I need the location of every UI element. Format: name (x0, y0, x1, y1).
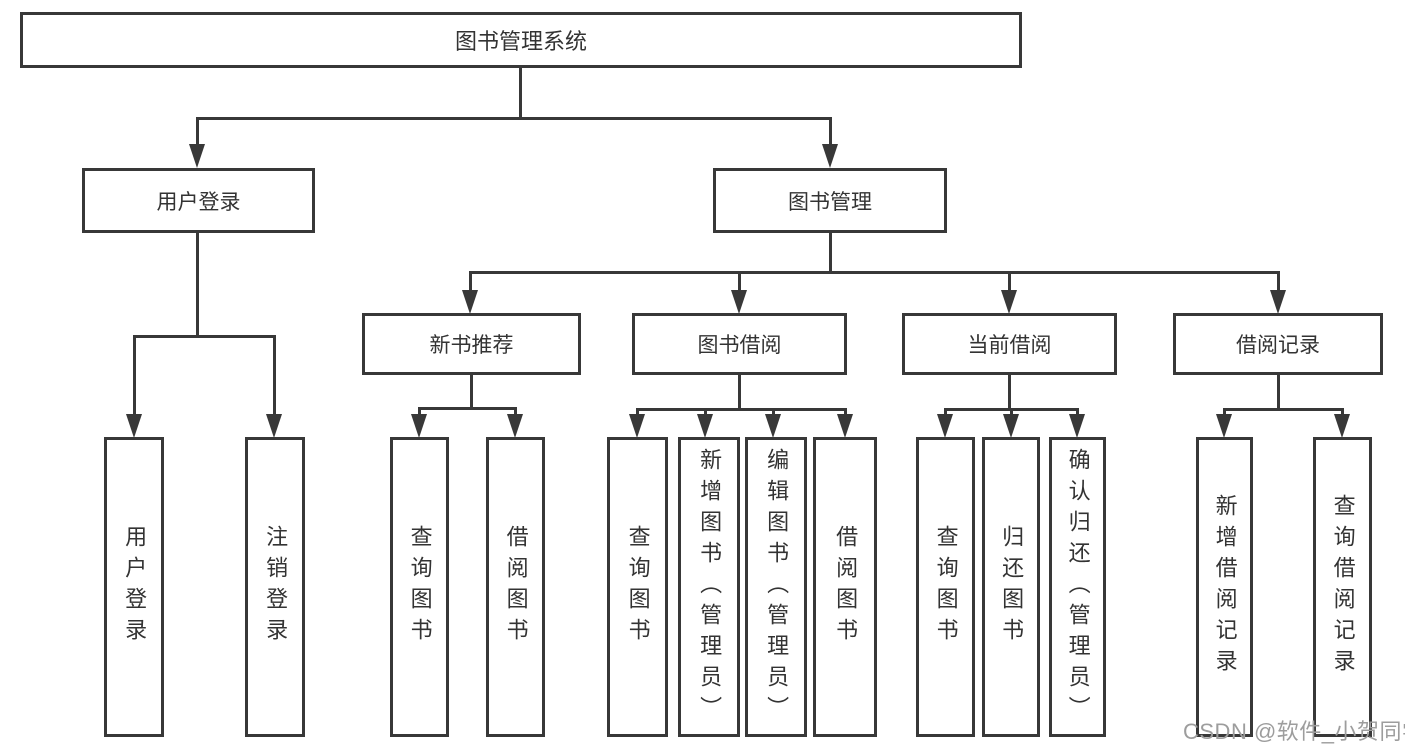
connector-line (514, 407, 517, 416)
leaf-add-book-admin: 新增图书（管理员） (678, 437, 740, 737)
connector-line (829, 231, 832, 274)
arrow-down-icon (1334, 414, 1350, 438)
leaf-return-books: 归还图书 (982, 437, 1040, 737)
node-user-login: 用户登录 (82, 168, 315, 233)
connector-line (273, 335, 276, 415)
node-borrow-records: 借阅记录 (1173, 313, 1383, 375)
node-label: 图书借阅 (697, 334, 782, 357)
arrow-down-icon (1270, 290, 1286, 314)
leaf-label: 归还图书 (999, 525, 1025, 649)
connector-line (844, 408, 847, 416)
connector-line (133, 335, 276, 338)
leaf-label: 新增借阅记录 (1212, 494, 1238, 680)
leaf-label: 查询图书 (407, 525, 433, 649)
arrow-down-icon (697, 414, 713, 438)
node-book-management: 图书管理 (713, 168, 947, 233)
node-label: 新书推荐 (429, 334, 514, 357)
connector-line (829, 117, 832, 149)
leaf-label: 确认归还（管理员） (1065, 447, 1091, 727)
arrow-down-icon (1069, 414, 1085, 438)
arrow-down-icon (937, 414, 953, 438)
arrow-down-icon (1003, 414, 1019, 438)
leaf-label: 查询图书 (933, 525, 959, 649)
connector-line (418, 407, 421, 416)
leaf-query-books-current: 查询图书 (916, 437, 975, 737)
node-label: 借阅记录 (1236, 334, 1320, 357)
node-root-label: 图书管理系统 (454, 29, 587, 54)
connector-line (738, 271, 741, 292)
connector-line (1223, 408, 1226, 416)
leaf-label: 查询借阅记录 (1330, 494, 1356, 680)
connector-line (133, 335, 136, 415)
node-label: 用户登录 (156, 190, 241, 214)
leaf-query-borrow-record: 查询借阅记录 (1313, 437, 1372, 737)
leaf-add-borrow-record: 新增借阅记录 (1196, 437, 1253, 737)
node-root: 图书管理系统 (20, 12, 1022, 68)
connector-line (772, 408, 775, 416)
arrow-down-icon (629, 414, 645, 438)
connector-line (1277, 374, 1280, 411)
connector-line (1223, 408, 1344, 411)
leaf-label: 用户登录 (122, 525, 148, 649)
leaf-label: 注销登录 (263, 525, 289, 649)
connector-line (704, 408, 707, 416)
leaf-borrow-books: 借阅图书 (813, 437, 877, 737)
leaf-query-books-recommend: 查询图书 (390, 437, 449, 737)
connector-line (738, 374, 741, 411)
leaf-user-login: 用户登录 (104, 437, 164, 737)
arrow-down-icon (126, 414, 142, 438)
arrow-down-icon (266, 414, 282, 438)
connector-line (196, 117, 832, 120)
watermark-text: CSDN @软件_小贺同学 (1183, 719, 1405, 744)
arrow-down-icon (1001, 290, 1017, 314)
connector-line (1277, 271, 1280, 292)
leaf-label: 新增图书（管理员） (697, 447, 723, 727)
leaf-label: 编辑图书（管理员） (764, 447, 790, 727)
connector-line (1008, 271, 1011, 292)
connector-line (1008, 374, 1011, 411)
node-new-book-recommend: 新书推荐 (362, 313, 581, 375)
arrow-down-icon (462, 290, 478, 314)
leaf-logout: 注销登录 (245, 437, 305, 737)
leaf-label: 借阅图书 (503, 525, 529, 649)
connector-line (196, 231, 199, 337)
connector-line (636, 408, 847, 411)
leaf-label: 借阅图书 (833, 525, 859, 649)
leaf-query-books-borrow: 查询图书 (607, 437, 668, 737)
connector-line (470, 374, 473, 410)
connector-line (1010, 408, 1013, 416)
connector-line (636, 408, 639, 416)
node-current-borrow: 当前借阅 (902, 313, 1117, 375)
connector-line (469, 271, 1280, 274)
node-label: 当前借阅 (967, 334, 1052, 357)
arrow-down-icon (507, 414, 523, 438)
arrow-down-icon (765, 414, 781, 438)
node-label: 图书管理 (788, 190, 872, 214)
connector-line (196, 117, 199, 149)
leaf-label: 查询图书 (625, 525, 651, 649)
connector-line (519, 68, 522, 119)
leaf-borrow-books-recommend: 借阅图书 (486, 437, 545, 737)
connector-line (1341, 408, 1344, 416)
connector-line (944, 408, 947, 416)
node-book-borrow: 图书借阅 (632, 313, 847, 375)
arrow-down-icon (731, 290, 747, 314)
arrow-down-icon (837, 414, 853, 438)
arrow-down-icon (189, 144, 205, 168)
connector-line (418, 407, 517, 410)
arrow-down-icon (822, 144, 838, 168)
connector-line (469, 271, 472, 292)
connector-line (1076, 408, 1079, 416)
arrow-down-icon (411, 414, 427, 438)
leaf-confirm-return-admin: 确认归还（管理员） (1049, 437, 1106, 737)
arrow-down-icon (1216, 414, 1232, 438)
leaf-edit-book-admin: 编辑图书（管理员） (745, 437, 807, 737)
